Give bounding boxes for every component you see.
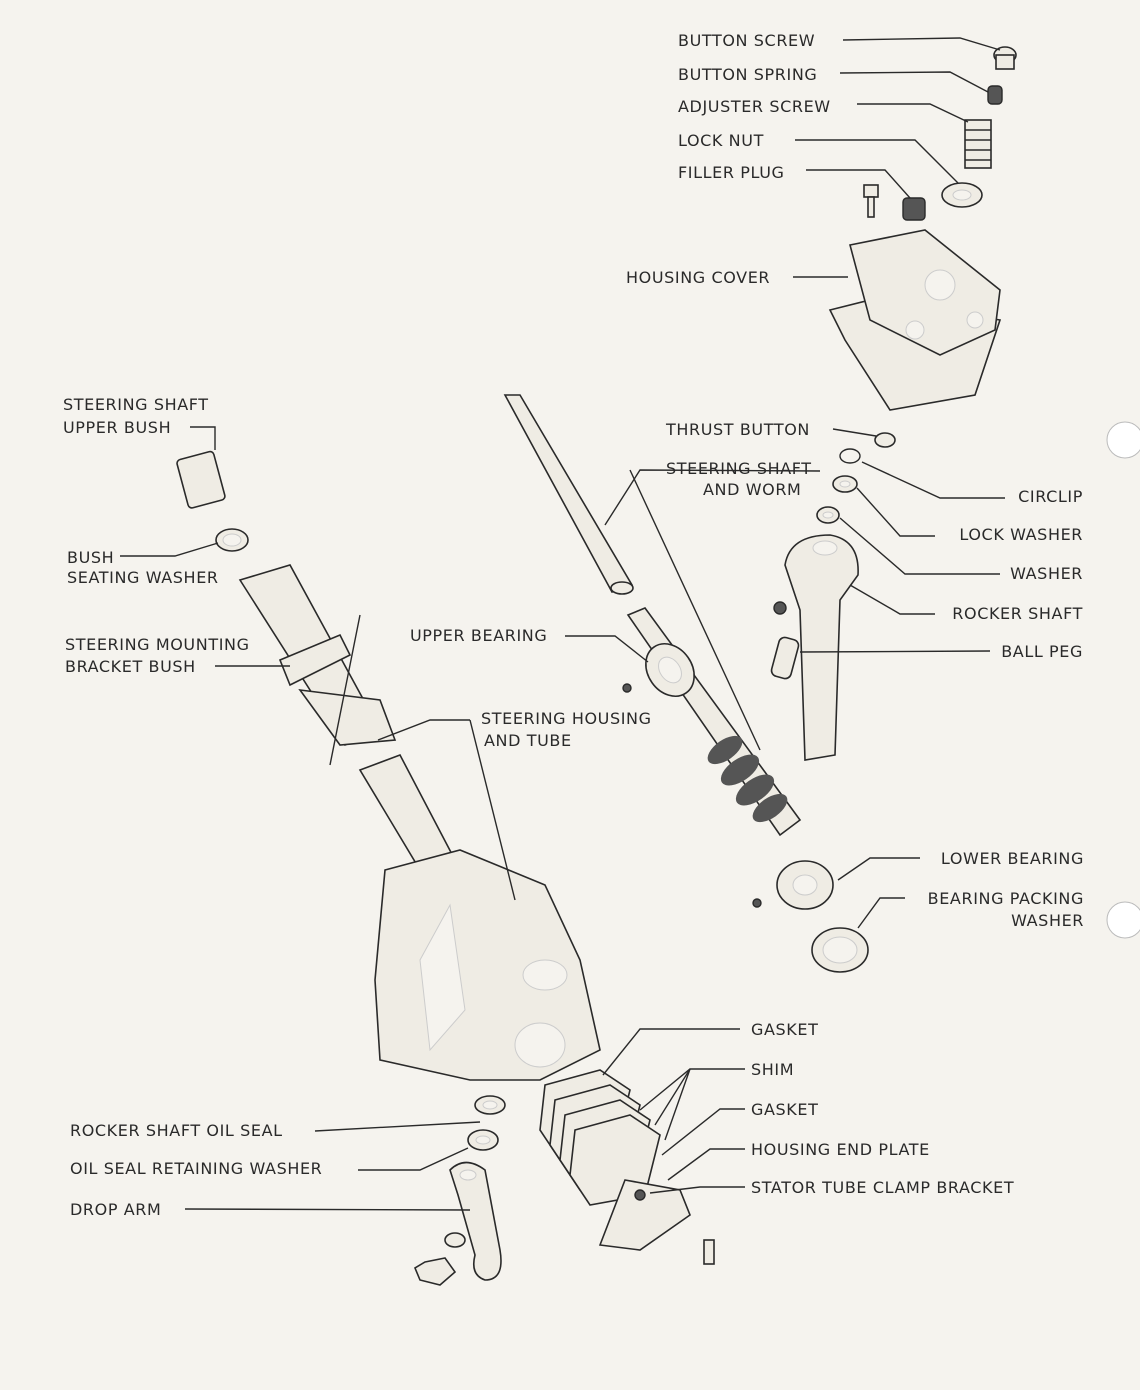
worm-shaft-part <box>622 607 802 837</box>
label-steering-shaft-upper-bush: STEERING SHAFT <box>63 395 209 414</box>
label-bearing-packing-washer-line2: WASHER <box>1011 911 1084 930</box>
label-washer: WASHER <box>1010 564 1083 583</box>
label-housing-end-plate: HOUSING END PLATE <box>751 1140 930 1159</box>
label-bush-seating-washer-line2: SEATING WASHER <box>67 568 219 587</box>
label-steering-shaft-worm: STEERING SHAFT <box>666 459 812 478</box>
label-ball-peg: BALL PEG <box>1001 642 1083 661</box>
label-button-spring: BUTTON SPRING <box>678 65 817 84</box>
label-thrust-button: THRUST BUTTON <box>665 420 810 439</box>
label-stator-tube-clamp-bracket: STATOR TUBE CLAMP BRACKET <box>751 1178 1014 1197</box>
oil-seal-part <box>474 1095 506 1115</box>
thrust-button-part <box>874 432 896 448</box>
cover-bolt-part <box>863 184 879 218</box>
drop-arm-part <box>413 1161 502 1286</box>
retaining-washer-part <box>467 1129 499 1151</box>
lock-nut-part <box>941 182 983 208</box>
label-mounting-bracket-bush-line2: BRACKET BUSH <box>65 657 196 676</box>
circlip-part <box>839 448 861 464</box>
label-gasket-top: GASKET <box>751 1020 818 1039</box>
label-circlip: CIRCLIP <box>1018 487 1083 506</box>
label-steering-housing-tube: STEERING HOUSING <box>481 709 652 728</box>
leader-lines <box>120 37 1005 1211</box>
punch-hole <box>1106 901 1140 939</box>
housing-cover-part <box>828 229 1002 411</box>
rocker-shaft-part <box>784 534 859 761</box>
bush-seating-washer-part <box>215 528 249 552</box>
label-bush-seating-washer: BUSH <box>67 548 114 567</box>
button-spring-part <box>987 85 1003 105</box>
label-oil-seal-retaining-washer: OIL SEAL RETAINING WASHER <box>70 1159 322 1178</box>
label-steering-shaft-upper-bush-line2: UPPER BUSH <box>63 418 171 437</box>
lock-washer-part <box>832 475 858 493</box>
steering-housing-part <box>358 754 601 1081</box>
clamp-bracket-part <box>598 1179 715 1265</box>
label-rocker-shaft: ROCKER SHAFT <box>952 604 1083 623</box>
label-steering-housing-tube-line2: AND TUBE <box>484 731 572 750</box>
bearing-packing-washer-part <box>811 927 869 973</box>
label-lock-nut: LOCK NUT <box>678 131 764 150</box>
label-shim: SHIM <box>751 1060 794 1079</box>
adjuster-screw-part <box>964 119 992 169</box>
label-lock-washer: LOCK WASHER <box>959 525 1083 544</box>
washer-part <box>816 506 840 524</box>
punch-hole <box>1106 421 1140 459</box>
gasket-shim-stack-part <box>539 1069 661 1206</box>
label-lower-bearing: LOWER BEARING <box>941 849 1084 868</box>
label-bearing-packing-washer: BEARING PACKING <box>928 889 1084 908</box>
label-steering-shaft-worm-line2: AND WORM <box>703 480 801 499</box>
lower-bearing-part <box>752 860 834 910</box>
label-filler-plug: FILLER PLUG <box>678 163 785 182</box>
label-drop-arm: DROP ARM <box>70 1200 161 1219</box>
ball-peg-part <box>770 601 800 680</box>
label-adjuster-screw: ADJUSTER SCREW <box>678 97 831 116</box>
label-upper-bearing: UPPER BEARING <box>410 626 547 645</box>
label-button-screw: BUTTON SCREW <box>678 31 815 50</box>
upper-bush-part <box>176 450 226 509</box>
label-mounting-bracket-bush: STEERING MOUNTING <box>65 635 250 654</box>
mounting-bracket-bush-part <box>238 564 397 766</box>
label-rocker-shaft-oil-seal: ROCKER SHAFT OIL SEAL <box>70 1121 283 1140</box>
button-screw-part <box>993 46 1017 70</box>
label-housing-cover: HOUSING COVER <box>626 268 770 287</box>
label-gasket-bottom: GASKET <box>751 1100 818 1119</box>
filler-plug-part <box>902 197 926 221</box>
steering-shaft-part <box>503 394 634 595</box>
